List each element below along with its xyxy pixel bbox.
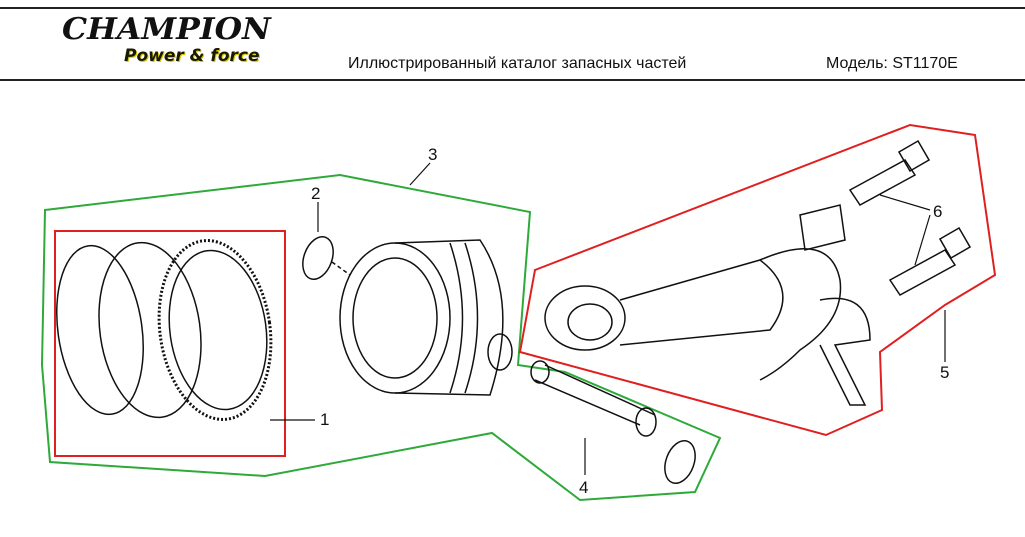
model-label: Модель: ST1170E [826,55,958,72]
piston-pin-clip [302,236,334,280]
callout-6: 6 [933,202,942,221]
piston [339,239,513,396]
piston-group-outline [40,173,722,502]
logo-brand: CHAMPION [62,12,271,47]
callout-2: 2 [311,184,320,203]
logo-tagline: Power & force [124,46,260,66]
header-bottom-rule [0,79,1025,81]
rod-group-outline [518,123,997,437]
callout-5: 5 [940,363,949,382]
rings-group-outline [54,230,286,457]
pin-clip-right [664,440,696,484]
champion-logo: CHAMPION Power & force [62,12,271,66]
callout-3: 3 [428,145,437,164]
callout-1: 1 [320,410,329,429]
catalog-title: Иллюстрированный каталог запасных частей [348,55,687,72]
connecting-rod-bolts [848,139,972,296]
piston-rings [56,239,273,421]
piston-pin [530,360,657,437]
callout-4: 4 [579,478,588,497]
connecting-rod [544,204,871,406]
header-top-rule [0,7,1025,9]
